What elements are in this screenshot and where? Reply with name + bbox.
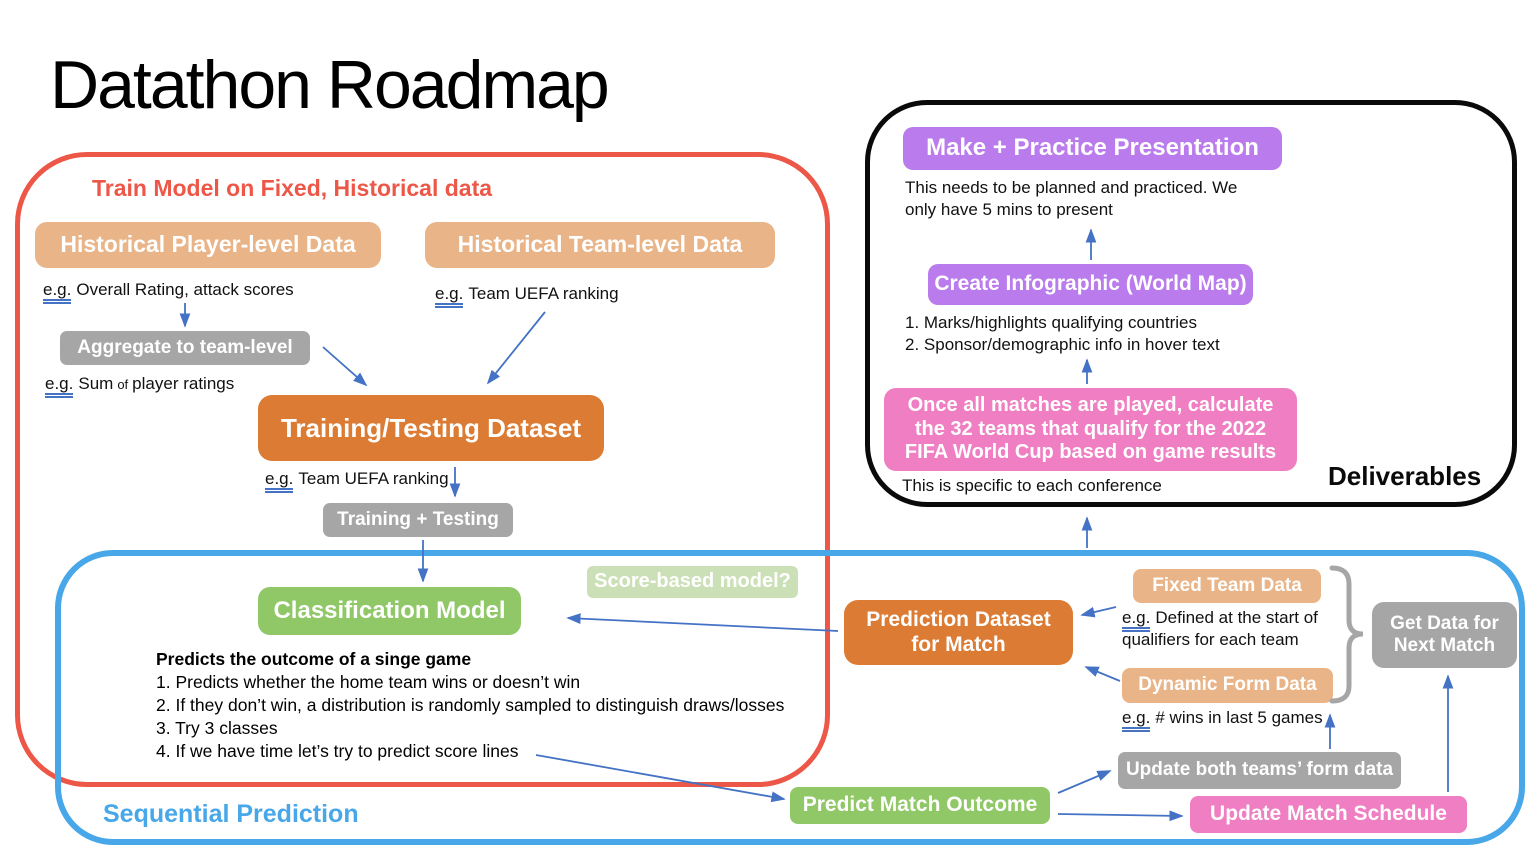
annotation-text: Overall Rating, attack scores [76,280,294,299]
classification-note-item: 3. Try 3 classes [156,718,278,738]
annotation-text: Team UEFA ranking [468,284,619,303]
annotation-text-small: of [117,377,129,392]
page-title: Datathon Roadmap [50,47,610,123]
node-prediction-dataset: Prediction Dataset for Match [844,600,1073,665]
deliverables-section-label: Deliverables [1328,461,1482,491]
eg-marker: e.g. [45,374,74,398]
node-historical-player-data: Historical Player-level Data [35,222,381,268]
node-get-data-next-match: Get Data for Next Match [1372,602,1517,668]
sequential-group-border [55,550,1525,845]
eg-marker: e.g. [1122,608,1151,632]
eg-marker: e.g. [435,284,464,308]
annotation-eg-dataset: e.g.Team UEFA ranking [265,468,449,493]
annotation-text: Sum [78,374,114,393]
train-section-label: Train Model on Fixed, Historical data [92,175,493,201]
annotation-text: Team UEFA ranking [298,469,449,488]
annotation-eg-dynamic: e.g.# wins in last 5 games [1122,707,1323,732]
node-make-practice-presentation: Make + Practice Presentation [903,127,1282,170]
node-classification-model: Classification Model [258,587,521,635]
infographic-note-item: 2. Sponsor/demographic info in hover tex… [905,335,1220,354]
annotation-eg-fixed: e.g.Defined at the start of qualifiers f… [1122,607,1327,651]
train-group-border [15,152,830,787]
eg-marker: e.g. [265,469,294,493]
node-fifa-qualification-calc: Once all matches are played, calculate t… [884,388,1297,471]
presentation-note: This needs to be planned and practiced. … [905,178,1238,219]
infographic-note-item: 1. Marks/highlights qualifying countries [905,313,1197,332]
classification-notes-title: Predicts the outcome of a singe game [156,649,472,669]
classification-note-item: 2. If they don’t win, a distribution is … [156,695,785,715]
classification-notes: Predicts the outcome of a singe game 1. … [156,648,784,763]
annotation-text: Defined at the start of qualifiers for e… [1122,608,1318,649]
node-historical-team-data: Historical Team-level Data [425,222,775,268]
node-training-testing-dataset: Training/Testing Dataset [258,395,604,461]
node-create-infographic: Create Infographic (World Map) [928,264,1253,305]
eg-marker: e.g. [1122,708,1151,732]
sequential-section-label: Sequential Prediction [103,800,359,828]
node-predict-match-outcome: Predict Match Outcome [790,787,1050,824]
fifa-note: This is specific to each conference [902,476,1162,495]
infographic-notes: 1. Marks/highlights qualifying countries… [905,312,1220,356]
annotation-eg-player: e.g.Overall Rating, attack scores [43,279,294,304]
eg-marker: e.g. [43,280,72,304]
deliverables-group-border [865,100,1517,507]
node-update-match-schedule: Update Match Schedule [1190,796,1467,833]
node-score-based-model: Score-based model? [587,566,798,598]
annotation-text: # wins in last 5 games [1155,708,1323,727]
node-aggregate-team-level: Aggregate to team-level [60,331,310,365]
node-update-form-data: Update both teams’ form data [1118,752,1401,789]
node-fixed-team-data: Fixed Team Data [1133,569,1321,603]
node-training-plus-testing: Training + Testing [323,503,513,537]
node-dynamic-form-data: Dynamic Form Data [1122,668,1333,703]
annotation-eg-team: e.g.Team UEFA ranking [435,283,619,308]
annotation-text: player ratings [132,374,235,393]
classification-note-item: 1. Predicts whether the home team wins o… [156,672,581,692]
classification-note-item: 4. If we have time let’s try to predict … [156,741,519,761]
